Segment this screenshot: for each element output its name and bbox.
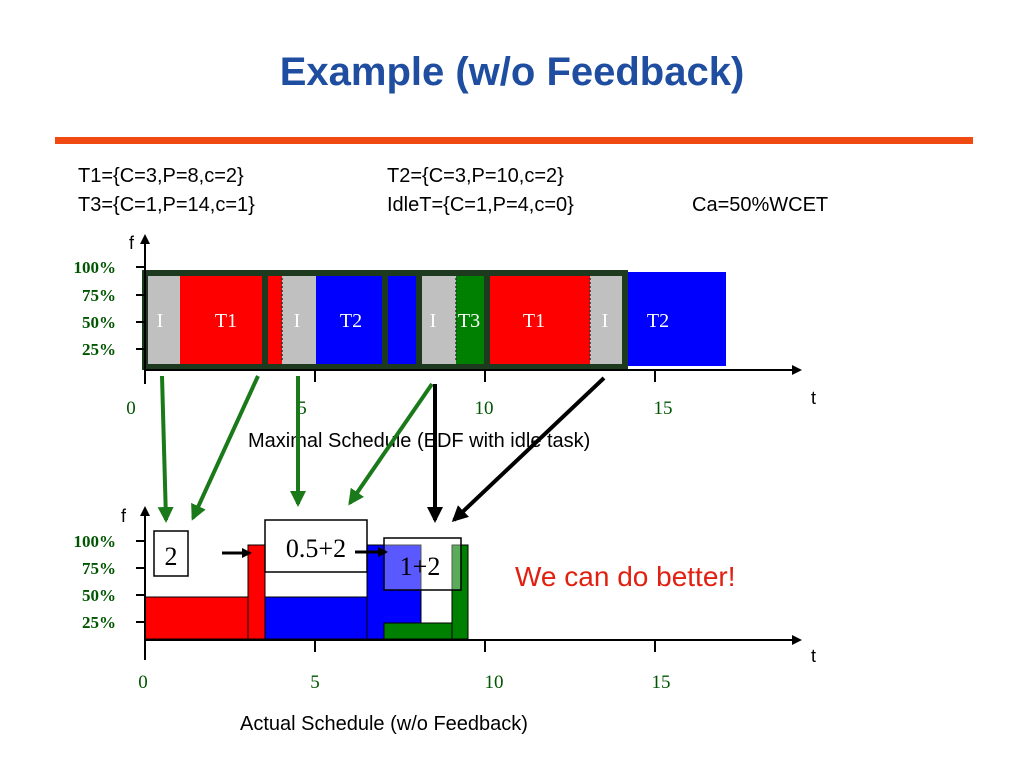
task-def-t2: T2={C=3,P=10,c=2} — [387, 165, 564, 187]
x-axis-label: t — [811, 646, 816, 666]
y-tick-label: 100% — [74, 258, 117, 277]
block-idle — [422, 276, 456, 364]
x-axis-label: t — [811, 388, 816, 408]
x-tick-label: 5 — [310, 672, 320, 693]
x-tick-label: 0 — [126, 398, 136, 419]
block-label: T1 — [523, 310, 545, 332]
task-def-t3: T3={C=1,P=14,c=1} — [78, 194, 255, 216]
block-label: T3 — [458, 310, 480, 332]
value-box — [264, 519, 368, 573]
block-idle — [590, 276, 622, 364]
slide-title: Example (w/o Feedback) — [279, 50, 745, 94]
bottom-chart: 2 0.5+2 1+2 f t 0 5 10 15 100% 75% 50% — [74, 506, 816, 735]
top-chart: I T1 I T2 I T3 T1 I T2 f t 0 5 10 15 10 — [74, 233, 817, 452]
x-tick-label: 10 — [485, 672, 504, 693]
bar-t1 — [247, 544, 266, 640]
block-t2 — [388, 276, 416, 364]
arrow — [157, 375, 174, 523]
block-idle — [148, 276, 180, 364]
x-tick-label: 15 — [654, 398, 673, 419]
y-tick-label: 100% — [74, 532, 117, 551]
block-t3 — [456, 276, 484, 364]
bar-t1 — [144, 596, 249, 640]
arrow — [191, 375, 260, 521]
block-t2 — [626, 272, 726, 366]
block-t1 — [268, 276, 282, 364]
block-t1 — [490, 276, 590, 364]
y-tick-label: 25% — [82, 613, 116, 632]
value-box — [383, 537, 462, 591]
y-axis-label: f — [121, 506, 127, 526]
bar-t2 — [264, 596, 368, 640]
block-idle — [282, 276, 316, 364]
block-t2 — [316, 276, 382, 364]
x-tick-label: 5 — [297, 398, 307, 419]
block-t1 — [180, 276, 262, 364]
block-label: I — [602, 310, 609, 332]
block-label: I — [430, 310, 437, 332]
block-label: T2 — [647, 310, 669, 332]
x-tick-label: 15 — [652, 672, 671, 693]
value-box-label: 2 — [165, 542, 178, 571]
value-box — [153, 530, 189, 577]
task-def-idle: IdleT={C=1,P=4,c=0} — [387, 194, 574, 216]
mapping-arrows — [157, 375, 606, 523]
block-label: T2 — [340, 310, 362, 332]
y-tick-label: 25% — [82, 340, 116, 359]
value-box-label: 0.5+2 — [286, 534, 346, 563]
y-tick-label: 50% — [82, 313, 116, 332]
schedule-frame — [484, 270, 628, 370]
title-divider — [55, 137, 973, 144]
block-label: T1 — [215, 310, 237, 332]
task-def-t1: T1={C=3,P=8,c=2} — [78, 165, 244, 187]
y-tick-label: 50% — [82, 586, 116, 605]
value-box-label: 1+2 — [400, 552, 441, 581]
task-def-ca: Ca=50%WCET — [692, 194, 829, 216]
y-axis-label: f — [129, 233, 135, 253]
y-tick-label: 75% — [82, 286, 116, 305]
x-tick-label: 0 — [138, 672, 148, 693]
x-tick-label: 10 — [475, 398, 494, 419]
top-chart-caption: Maximal Schedule (EDF with idle task) — [248, 430, 590, 452]
callout-text: We can do better! — [515, 561, 736, 592]
bar-t3 — [383, 622, 453, 640]
arrow — [451, 376, 606, 523]
block-label: I — [294, 310, 301, 332]
arrow — [348, 382, 434, 506]
block-label: I — [157, 310, 164, 332]
bottom-chart-caption: Actual Schedule (w/o Feedback) — [240, 713, 528, 735]
y-tick-label: 75% — [82, 559, 116, 578]
